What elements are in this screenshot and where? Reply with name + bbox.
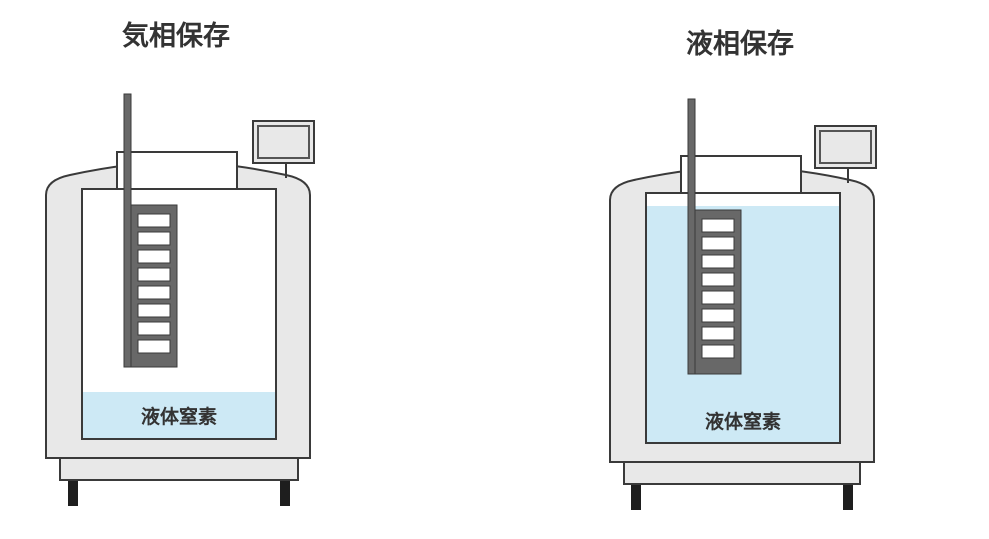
rack-handle bbox=[123, 93, 132, 368]
liquid-nitrogen-label: 液体窒素 bbox=[141, 405, 217, 428]
rack-slot bbox=[137, 231, 171, 246]
rack-slot bbox=[701, 326, 735, 341]
rack-slot bbox=[701, 344, 735, 359]
vapor-phase-tank: 液体窒素 bbox=[45, 93, 315, 506]
liquid-nitrogen-fill bbox=[82, 392, 276, 439]
liquid-nitrogen-label: 液体窒素 bbox=[705, 410, 781, 433]
liquid-phase-tank: 液体窒素 bbox=[609, 98, 877, 510]
tank-base bbox=[623, 461, 861, 485]
rack-handle bbox=[687, 98, 696, 375]
tank-leg-right bbox=[843, 484, 853, 510]
rack-slot bbox=[701, 308, 735, 323]
rack-slot bbox=[137, 321, 171, 336]
rack-slot bbox=[701, 254, 735, 269]
rack-slots bbox=[701, 218, 735, 359]
rack-slot bbox=[137, 339, 171, 354]
rack-slot bbox=[701, 272, 735, 287]
tank-lid bbox=[680, 155, 802, 194]
monitor-screen bbox=[257, 125, 310, 159]
vapor-phase-storage-title: 気相保存 bbox=[122, 21, 230, 52]
rack-slot bbox=[137, 285, 171, 300]
rack-slot bbox=[137, 249, 171, 264]
rack-slots bbox=[137, 213, 171, 354]
rack-slot bbox=[137, 213, 171, 228]
tank-leg-right bbox=[280, 480, 290, 506]
tank-leg-left bbox=[68, 480, 78, 506]
liquid-nitrogen-fill bbox=[646, 206, 840, 443]
rack-slot bbox=[137, 267, 171, 282]
tank-leg-left bbox=[631, 484, 641, 510]
tank-lid bbox=[116, 151, 238, 190]
monitor-screen bbox=[819, 130, 872, 164]
rack-slot bbox=[701, 236, 735, 251]
rack-slot bbox=[701, 290, 735, 305]
tank-base bbox=[59, 457, 299, 481]
rack-slot bbox=[137, 303, 171, 318]
liquid-phase-storage-title: 液相保存 bbox=[686, 29, 794, 60]
rack-slot bbox=[701, 218, 735, 233]
